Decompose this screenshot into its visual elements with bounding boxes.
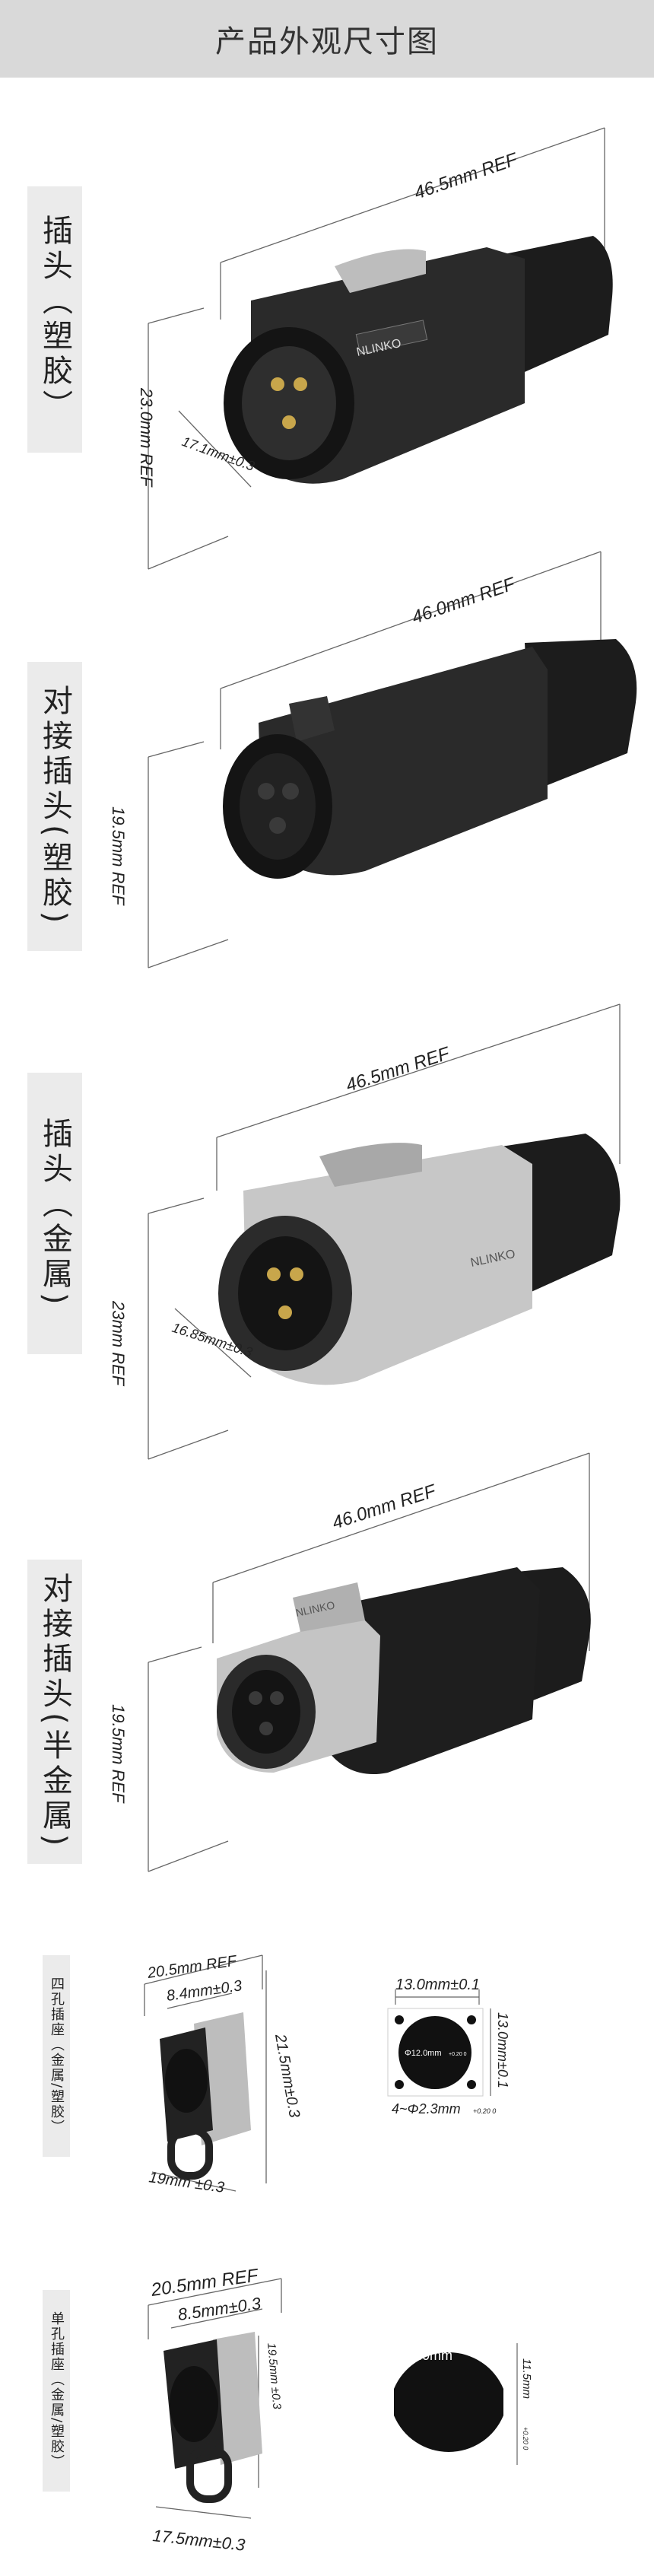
svg-text:17.5mm±0.3: 17.5mm±0.3: [151, 2526, 246, 2555]
svg-text:+0.20 0: +0.20 0: [449, 2052, 467, 2057]
svg-text:13.0mm±0.1: 13.0mm±0.1: [495, 2012, 510, 2088]
dim-length: 46.5mm REF: [344, 1043, 453, 1096]
four-hole-socket-drawing: 20.5mm REF 8.4mm±0.3 21.5mm±0.3 19mm ±0.…: [144, 1953, 510, 2196]
plug-metal-drawing: 46.5mm REF 23mm REF 16.85mm±0.3 NLINKO: [109, 1003, 621, 1460]
page-title: 产品外观尺寸图: [215, 24, 439, 59]
dim-height: 23mm REF: [109, 1300, 128, 1387]
section-label-plug-plastic: 插头（塑胶）: [27, 186, 82, 453]
plug-plastic-body: [224, 236, 613, 484]
mating-plug-plastic-drawing: 46.0mm REF 19.5mm REF: [109, 551, 637, 968]
single-hole-socket-drawing: 20.5mm REF 8.5mm±0.3 19.5mm ±0.3 17.5mm±…: [148, 2265, 533, 2555]
svg-text:20.5mm REF: 20.5mm REF: [146, 1953, 239, 1983]
svg-text:21.5mm±0.3: 21.5mm±0.3: [271, 2032, 303, 2119]
page-header: 产品外观尺寸图: [0, 0, 654, 78]
dim-height: 19.5mm REF: [109, 1704, 128, 1804]
svg-text:8.5mm±0.3: 8.5mm±0.3: [176, 2294, 262, 2324]
svg-text:13.0mm±0.1: 13.0mm±0.1: [395, 1977, 480, 1993]
section-label-single-hole-socket: 单孔插座（金属/塑胶）: [43, 2290, 70, 2492]
svg-text:+0.20 0: +0.20 0: [473, 2107, 496, 2115]
section-label-plug-metal: 插头（金属): [27, 1073, 82, 1354]
svg-text:4~Φ2.3mm: 4~Φ2.3mm: [392, 2101, 461, 2116]
svg-text:Φ12.0mm: Φ12.0mm: [405, 2049, 442, 2058]
dim-length: 46.5mm REF: [411, 149, 521, 204]
mating-plug-half-metal-drawing: 46.0mm REF 19.5mm REF NLINKO: [109, 1452, 591, 1872]
dimension-lines: [148, 127, 605, 570]
dim-height: 23.0mm REF: [137, 387, 156, 488]
section-label-mating-plug-plastic: 对接插头(塑胶): [27, 662, 82, 951]
plug-plastic-drawing: 46.5mm REF 23.0mm REF 17.1mm±0.3 NLINKO: [137, 127, 613, 570]
svg-text:+0.20 0: +0.20 0: [478, 2354, 500, 2361]
svg-text:12.0mm: 12.0mm: [403, 2348, 452, 2363]
section-label-mating-plug-half-metal: 对接插头(半金属): [27, 1560, 82, 1864]
dim-length: 46.0mm REF: [409, 574, 519, 628]
dim-length: 46.0mm REF: [330, 1480, 440, 1534]
svg-text:11.5mm: 11.5mm: [520, 2358, 533, 2399]
dim-height: 19.5mm REF: [109, 806, 128, 906]
section-label-four-hole-socket: 四孔插座（金属/塑胶）: [43, 1955, 70, 2157]
svg-text:+0.20 0: +0.20 0: [522, 2427, 529, 2450]
svg-text:19.5mm ±0.3: 19.5mm ±0.3: [265, 2342, 284, 2410]
svg-text:8.4mm±0.3: 8.4mm±0.3: [166, 1977, 243, 2005]
